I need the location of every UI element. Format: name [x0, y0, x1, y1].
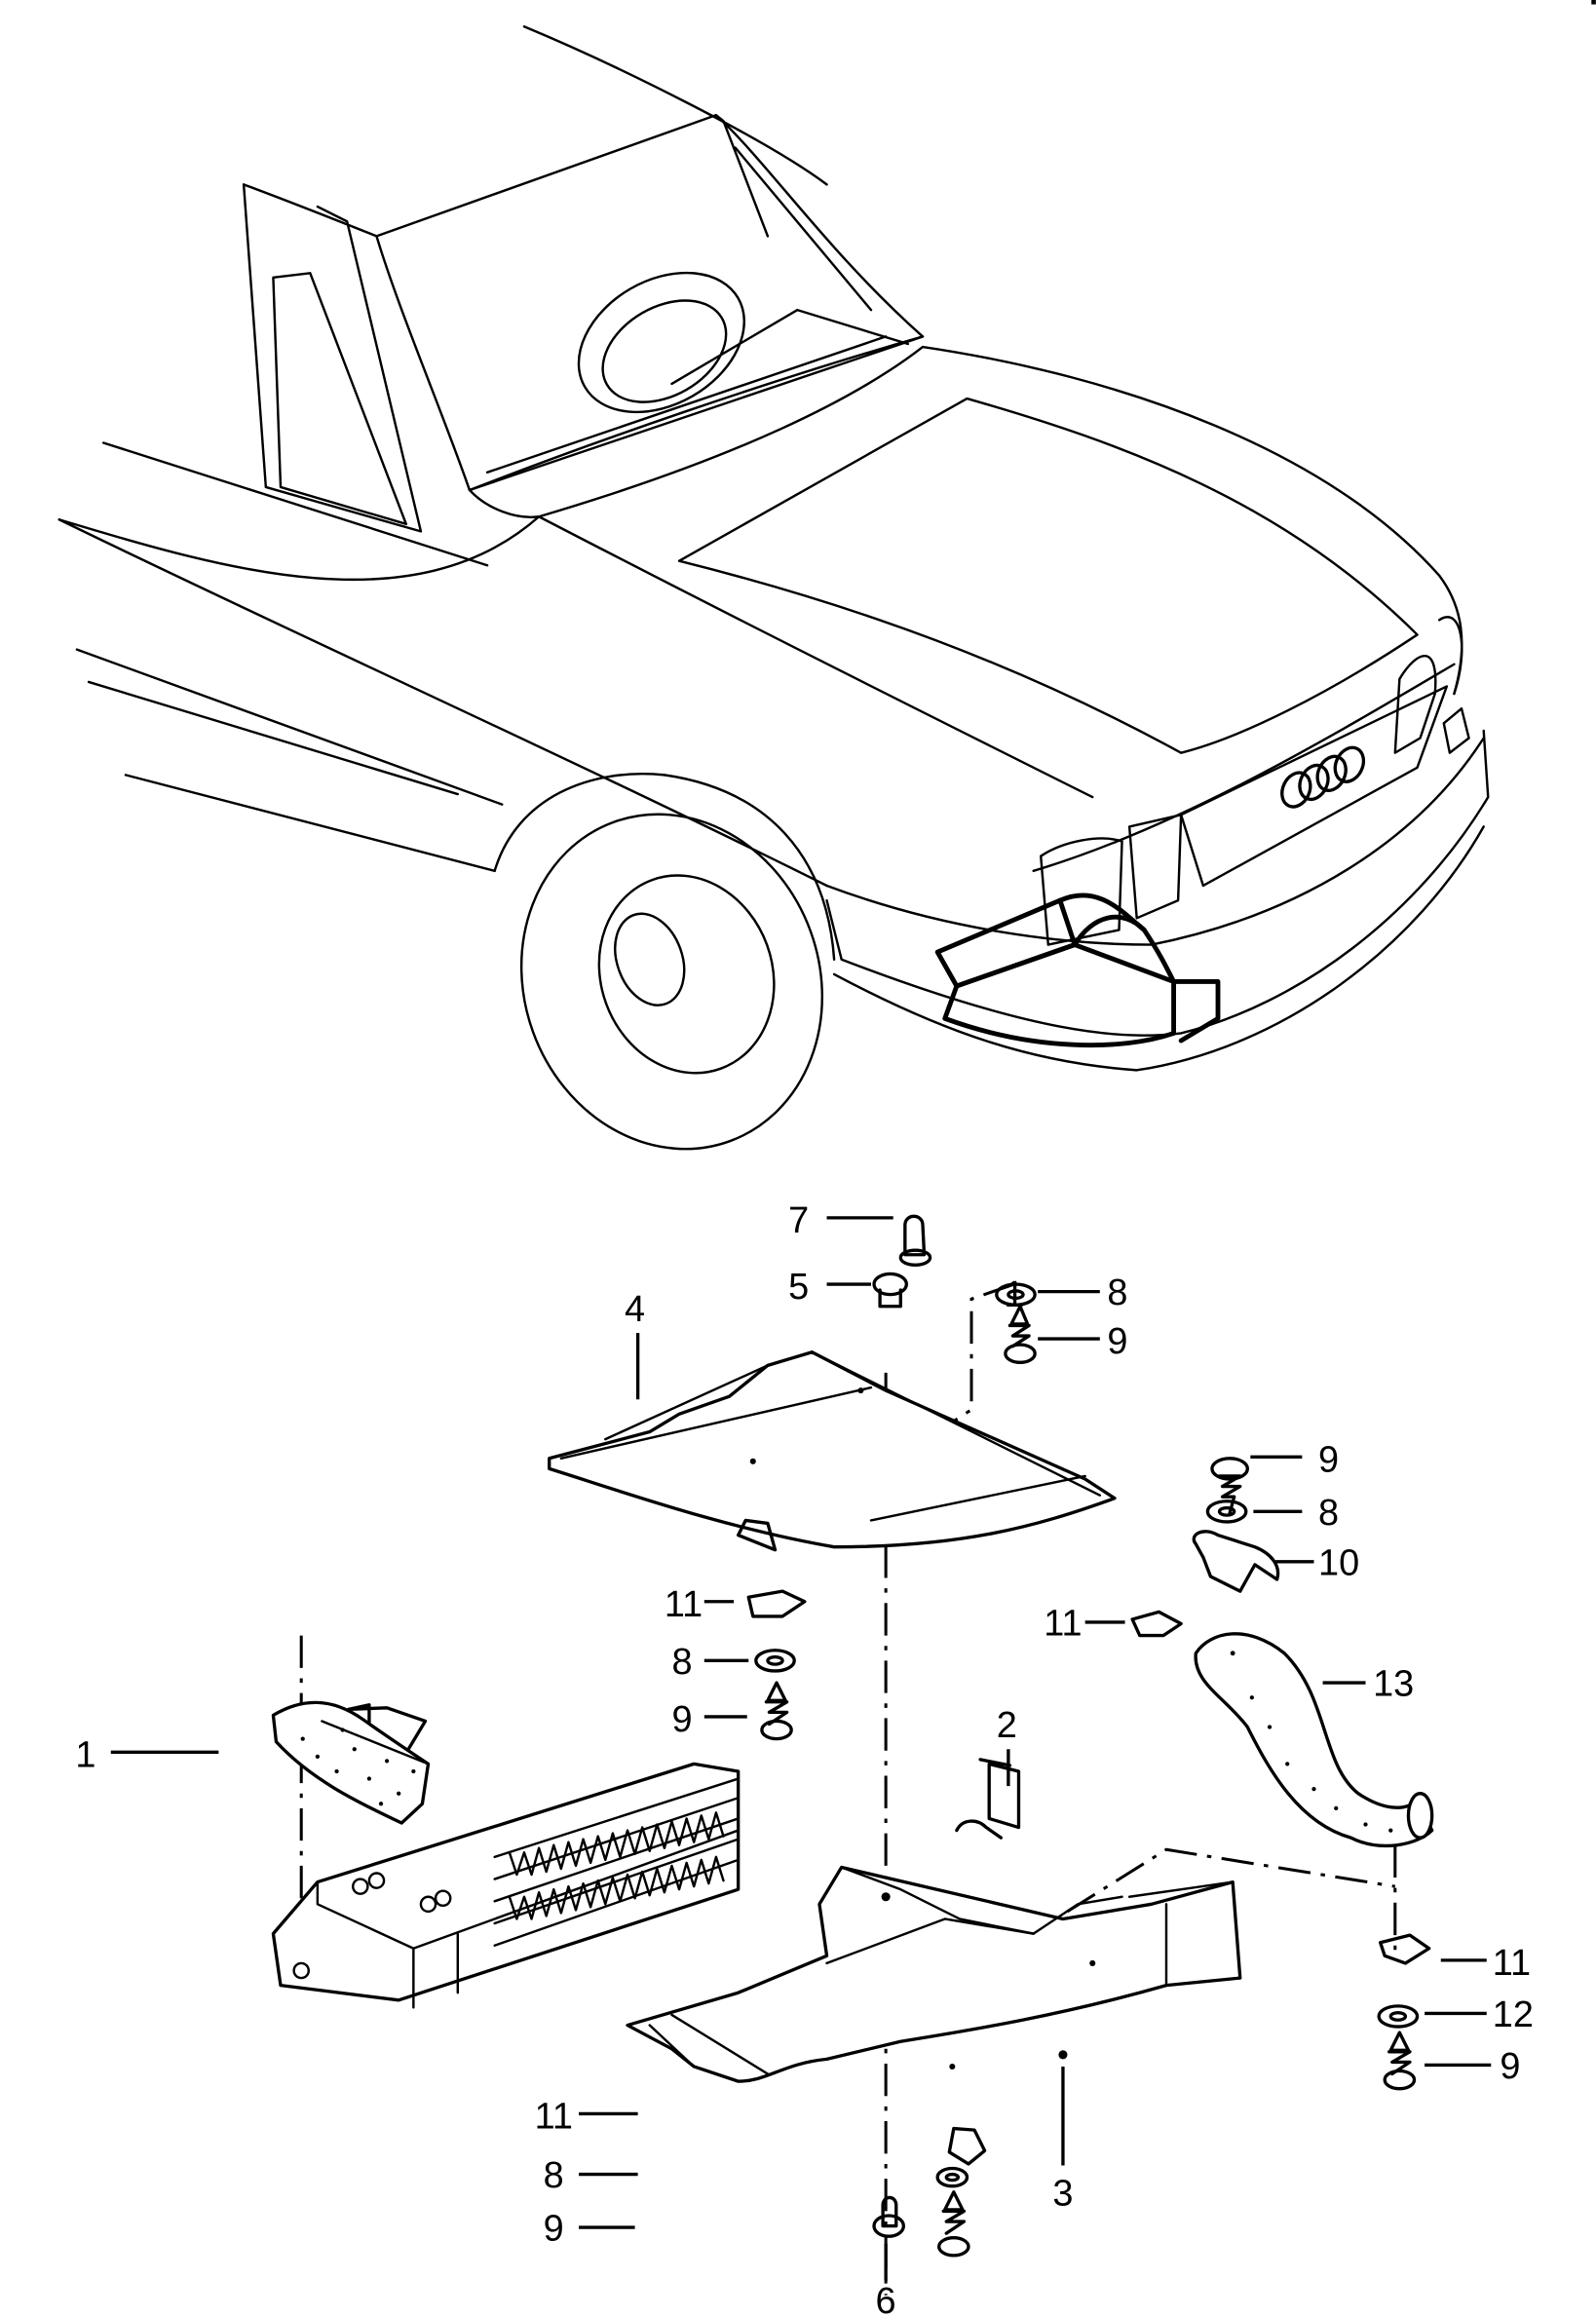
washer-8-right-icon: [1205, 1500, 1248, 1524]
washer-12-icon: [1377, 2004, 1420, 2029]
fasteners: [746, 1214, 1431, 2258]
speed-nut-11-bottom-icon: [947, 2126, 987, 2166]
part-4-upper-panel: [548, 1350, 1117, 1552]
callout-9-mid: 9: [671, 1699, 692, 1740]
callout-4: 4: [625, 1289, 645, 1330]
washer-8-top-icon: [995, 1282, 1037, 1307]
bumper-upper: [825, 737, 1485, 946]
callout-13: 13: [1373, 1664, 1414, 1705]
callout-12: 12: [1493, 1994, 1534, 2035]
callout-11-mid: 11: [665, 1584, 703, 1625]
callout-9-right: 9: [1318, 1439, 1339, 1480]
car-overview: [57, 25, 1490, 1151]
callout-11-right: 11: [1044, 1604, 1082, 1645]
corner-mark: [1591, 0, 1596, 5]
headlight-right-outer: [1438, 616, 1463, 696]
bumper-lower: [825, 729, 1490, 1037]
part-13-air-hose: [1194, 1632, 1434, 1848]
callout-8-bottom: 8: [544, 2155, 564, 2196]
assembly-axes: [299, 1282, 1397, 2296]
steering-wheel: [577, 271, 745, 414]
hose-texture: [1230, 1651, 1393, 1833]
body-side-line-3: [87, 680, 460, 796]
bracket-10-icon: [1192, 1530, 1280, 1593]
wheel-rim: [597, 874, 776, 1075]
speed-nut-11-lower-right-icon: [1378, 1933, 1431, 1965]
body-side-lower: [57, 518, 828, 888]
callout-5: 5: [788, 1267, 809, 1308]
callout-1-ref: 1: [1004, 1274, 1024, 1315]
screw-9-mid-icon: [760, 1681, 793, 1741]
callout-11-bottom: 11: [535, 2097, 573, 2138]
hood-crease: [537, 515, 1094, 799]
body-side-line-2: [75, 648, 504, 806]
hood-panel: [677, 397, 1419, 754]
a-pillar: [242, 183, 423, 533]
callout-11-lower-right: 11: [1493, 1943, 1531, 1984]
seal-foam-texture: [300, 1728, 416, 1806]
axis-part1-ref: [940, 1282, 1015, 1430]
body-side-upper: [57, 515, 541, 582]
callout-6: 6: [876, 2281, 896, 2316]
air-cooler-core: [271, 1762, 741, 2009]
screw-9-bottom-icon: [937, 2190, 970, 2258]
callout-8-top: 8: [1107, 1272, 1127, 1313]
screw-9-right-icon: [1210, 1457, 1249, 1515]
windshield-frame: [375, 113, 925, 492]
door-window: [272, 272, 407, 526]
headlight-right: [1393, 655, 1437, 754]
callout-8-mid: 8: [671, 1642, 692, 1683]
callout-10: 10: [1318, 1542, 1359, 1583]
callout-labels: 7 5 1 8 9 4 9 8 10 11 8 9 11 13 1 2 11 1…: [75, 1200, 1534, 2316]
wheel-arch: [493, 773, 836, 961]
audi-rings-logo: [1280, 745, 1366, 809]
windshield-pillar: [714, 113, 873, 312]
wheel-hub: [614, 912, 686, 1006]
fog-light: [1442, 706, 1470, 754]
callout-7: 7: [788, 1200, 809, 1241]
car-roof-line-2: [242, 183, 378, 238]
part-3-lower-panel: [626, 1865, 1242, 2083]
callout-9-bottom: 9: [544, 2209, 564, 2250]
grille-frame: [1179, 685, 1449, 888]
callout-2: 2: [997, 1705, 1017, 1746]
bumper-edge: [832, 825, 1485, 1072]
rivet-7-icon: [898, 1214, 932, 1268]
callout-9-lower-right: 9: [1500, 2046, 1520, 2087]
plug-5-icon: [872, 1272, 909, 1309]
fascia-top: [1032, 663, 1456, 873]
callout-9-top: 9: [1107, 1321, 1127, 1362]
headlight-left: [1040, 814, 1183, 946]
callout-leaders: [110, 1216, 1492, 2281]
rivet-6-icon: [872, 2195, 905, 2238]
part-1-seal: [271, 1700, 431, 1825]
hose-end: [1406, 1792, 1434, 1840]
washer-8-mid-icon: [754, 1649, 796, 1673]
screw-9-lower-right-icon: [1383, 2031, 1417, 2091]
speed-nut-11-mid-icon: [746, 1589, 807, 1618]
washer-8-bottom-icon: [935, 2166, 969, 2188]
tire: [519, 813, 824, 1151]
screw-9-top-icon: [1004, 1305, 1037, 1364]
body-side-line-1: [101, 441, 489, 567]
axis-hose-ref: [1066, 1847, 1396, 1914]
speed-nut-11-right-icon: [1130, 1610, 1183, 1638]
callout-8-right: 8: [1318, 1493, 1339, 1534]
callout-3: 3: [1052, 2173, 1073, 2214]
dashboard: [468, 308, 925, 492]
cooler-fins: [493, 1777, 740, 1947]
body-side-line-4: [124, 774, 496, 873]
car-roof-line: [522, 25, 828, 186]
callout-1-seal: 1: [75, 1734, 95, 1775]
highlighted-air-duct: [934, 892, 1221, 1048]
steering-wheel-inner: [601, 299, 728, 403]
